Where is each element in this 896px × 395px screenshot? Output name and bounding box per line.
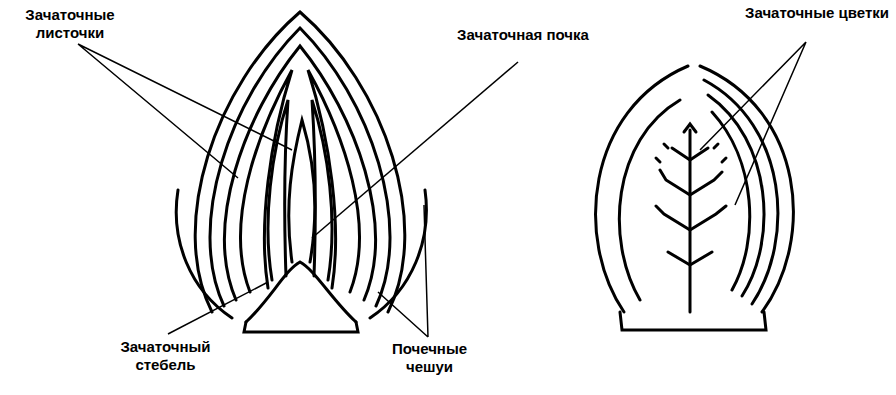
apical-bud <box>289 120 315 262</box>
part-label: Зачаточная почка <box>448 26 598 44</box>
part-label: Зачаточные листочки <box>5 6 135 42</box>
part-label: Зачаточные цветки <box>743 4 891 22</box>
leaf-primordium <box>308 70 359 292</box>
leader-line <box>700 42 806 205</box>
leader-line <box>312 62 518 238</box>
embryonic-stem <box>246 262 356 322</box>
flower-branches <box>656 148 726 265</box>
bud-scale <box>619 100 680 300</box>
flower-primordium <box>656 144 726 162</box>
leader-line <box>378 205 428 337</box>
bud-scale <box>708 95 764 296</box>
bud-scale <box>712 112 750 290</box>
part-label: Зачаточный стебель <box>98 338 233 374</box>
bud-base <box>244 322 358 332</box>
leader-line <box>78 44 292 178</box>
bud-scale <box>596 66 688 312</box>
inflorescence-axis <box>689 130 692 312</box>
bud-base <box>620 312 766 330</box>
leader-line <box>168 282 268 334</box>
bud-scale <box>195 12 405 312</box>
part-label: Почечные чешуи <box>372 340 487 376</box>
bud-scale <box>210 28 390 306</box>
flower-primordium <box>684 124 696 132</box>
leaf-primordium <box>268 100 288 280</box>
leaf-primordium <box>241 70 292 292</box>
